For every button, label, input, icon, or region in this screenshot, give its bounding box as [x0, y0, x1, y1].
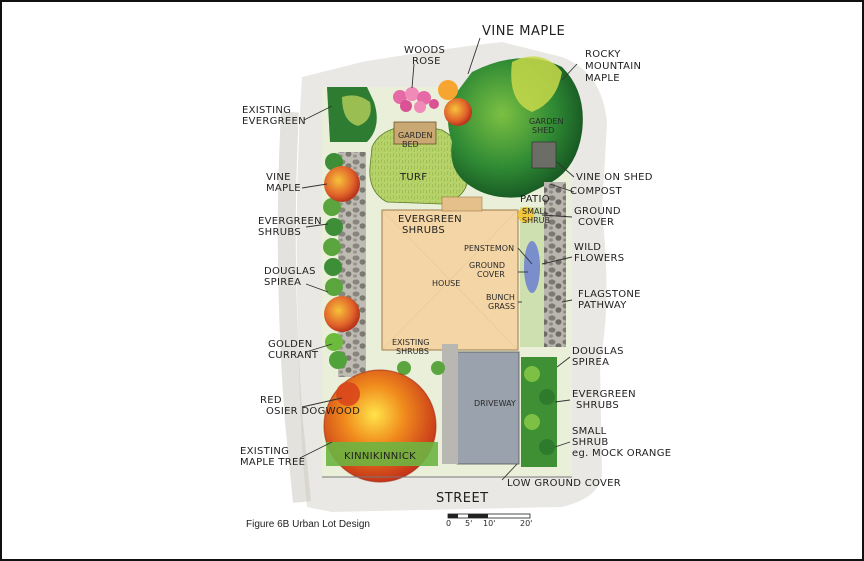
label-low-ground-cover: LOW GROUND COVER	[507, 478, 621, 489]
label-turf: TURF	[399, 172, 427, 183]
flagstone-pathway	[544, 182, 566, 347]
label-evergreen-shrubs-left: EVERGREEN SHRUBS	[258, 216, 325, 238]
label-garden-bed: GARDEN BED	[398, 131, 435, 149]
label-compost: COMPOST	[570, 186, 623, 197]
label-rocky-mountain-maple: ROCKY MOUNTAIN MAPLE	[585, 49, 645, 84]
rocky-mountain-maple-highlight	[511, 56, 562, 112]
label-existing-maple-tree: EXISTING MAPLE TREE	[240, 446, 305, 468]
right-shrub-column	[521, 357, 557, 467]
label-red-osier-dogwood: RED OSIER DOGWOOD	[260, 395, 360, 417]
existing-shrub-1	[397, 361, 411, 375]
scale-tick-2: 10'	[483, 519, 495, 528]
label-garden-shed: GARDEN SHED	[529, 117, 566, 135]
figure-caption: Figure 6B Urban Lot Design	[246, 519, 370, 530]
leader-lines	[299, 37, 578, 481]
patio	[441, 196, 483, 212]
label-house: HOUSE	[432, 279, 460, 288]
label-wild-flowers: WILD FLOWERS	[574, 242, 624, 264]
label-douglas-spirea-left: DOUGLAS SPIREA	[264, 266, 319, 288]
label-existing-shrubs: EXISTING SHRUBS	[392, 338, 432, 356]
label-ground-cover-right: GROUND COVER	[574, 206, 624, 228]
existing-shrub-2	[431, 361, 445, 375]
label-vine-on-shed: VINE ON SHED	[576, 172, 653, 183]
kinnikinnick-bed	[326, 442, 438, 466]
label-driveway: DRIVEWAY	[474, 399, 516, 408]
label-flagstone-pathway: FLAGSTONE PATHWAY	[578, 289, 644, 311]
red-osier-dogwood-shape	[336, 382, 360, 406]
label-douglas-spirea-right: DOUGLAS SPIREA	[572, 346, 627, 368]
label-kinnikinnick: KINNIKINNICK	[344, 451, 416, 462]
label-ground-cover-center: GROUND COVER	[469, 261, 508, 279]
label-woods-rose: WOODS ROSE	[404, 45, 449, 67]
douglas-spirea-left-shape	[324, 296, 360, 332]
label-existing-evergreen: EXISTING EVERGREEN	[242, 105, 306, 127]
label-vine-maple-top: VINE MAPLE	[482, 24, 565, 39]
scale-tick-1: 5'	[465, 519, 472, 528]
vine-maple-top-shape	[444, 98, 472, 126]
label-small-shrub-mock-orange: SMALL SHRUB eg. MOCK ORANGE	[572, 426, 671, 459]
driveway-area	[456, 351, 520, 465]
label-penstemon: PENSTEMON	[464, 244, 514, 253]
woods-rose-cluster	[393, 87, 439, 113]
label-vine-maple-left: VINE MAPLE	[266, 172, 301, 194]
label-street: STREET	[436, 491, 489, 506]
vine-maple-top-shape-2	[438, 80, 458, 100]
garden-bed	[393, 121, 437, 145]
scale-tick-0: 0	[446, 519, 451, 528]
label-golden-currant: GOLDEN CURRANT	[268, 339, 319, 361]
scale-tick-3: 20'	[520, 519, 532, 528]
walkway	[442, 344, 458, 464]
label-bunch-grass: BUNCH GRASS	[486, 293, 517, 311]
scale-bar: 0 5' 10' 20'	[446, 513, 532, 528]
vine-maple-left-shape	[324, 166, 360, 202]
label-small-shrub: SMALL SHRUB	[522, 207, 551, 225]
garden-shed	[531, 141, 557, 169]
left-shrub-column	[323, 153, 347, 369]
label-patio: PATIO	[520, 194, 550, 205]
wild-flowers-bed	[518, 207, 540, 293]
label-evergreen-shrubs-center: EVERGREEN SHRUBS	[398, 214, 465, 236]
label-evergreen-shrubs-right: EVERGREEN SHRUBS	[572, 389, 639, 411]
